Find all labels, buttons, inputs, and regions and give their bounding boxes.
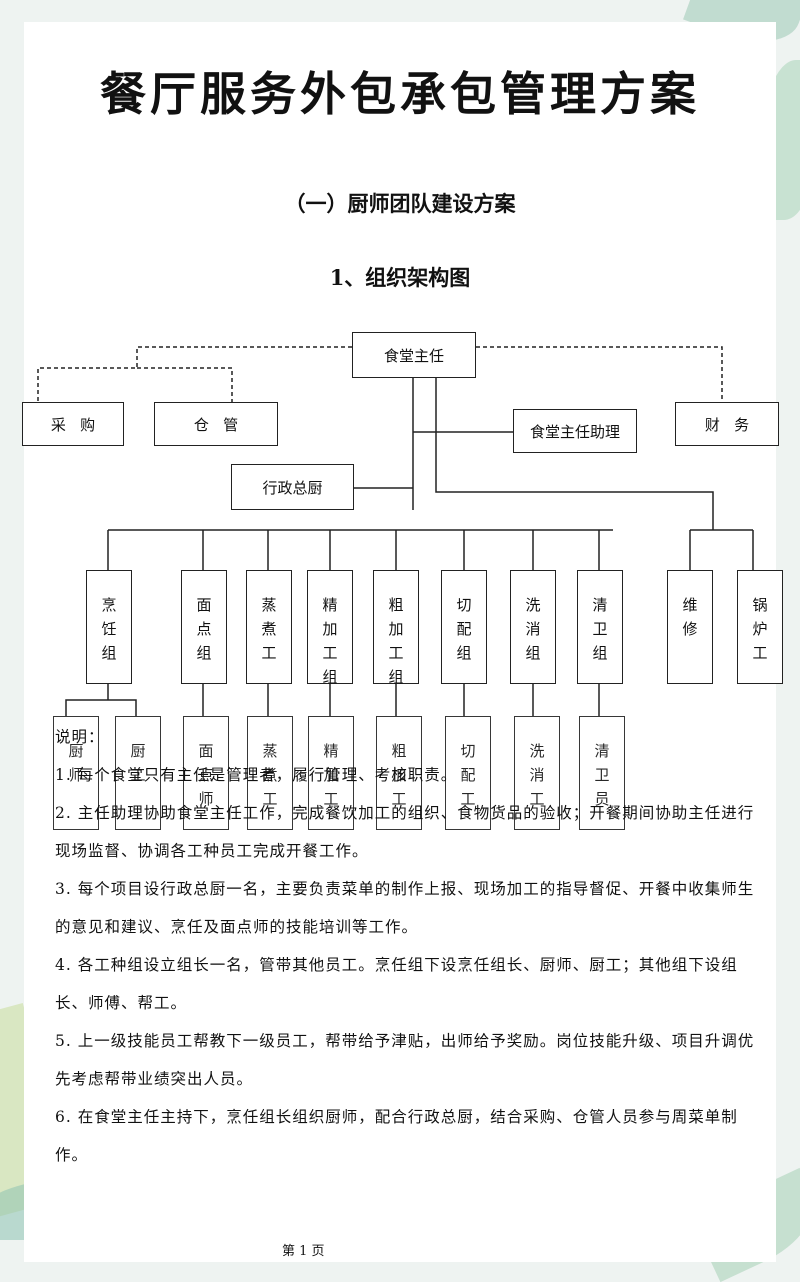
document-title: 餐厅服务外包承包管理方案	[100, 67, 700, 121]
org-group-char: 烹	[101, 596, 117, 614]
note-item: 1. 每个食堂只有主任是管理者，履行管理、考核职责。	[55, 766, 458, 784]
org-group-char: 工	[752, 644, 768, 662]
org-sub-char: 工	[262, 790, 278, 808]
note-item: 4. 各工种组设立组长一名，管带其他员工。烹任组下设烹任组长、厨师、厨工；其他组…	[55, 956, 738, 1012]
org-sub-char: 员	[594, 790, 610, 808]
org-group-char: 组	[592, 644, 608, 662]
org-sub-char: 师	[68, 766, 84, 784]
org-sub-box: 洗消工	[514, 716, 560, 830]
note-item: 6. 在食堂主任主持下，烹任组长组织厨师，配合行政总厨，结合采购、仓管人员参与周…	[55, 1108, 738, 1164]
org-sub-char: 点	[198, 766, 214, 784]
org-sub-box: 厨师	[53, 716, 99, 830]
notes-section: 说明： 1. 每个食堂只有主任是管理者，履行管理、考核职责。 2. 主任助理协助…	[55, 718, 755, 1174]
org-group-char: 配	[456, 620, 472, 638]
org-group-char: 维	[682, 596, 698, 614]
page-number: 第 1 页	[282, 1244, 325, 1259]
org-sub-char: 工	[323, 790, 339, 808]
org-box-purchase: 采 购	[22, 402, 124, 446]
org-sub-box: 粗加工	[376, 716, 422, 830]
org-sub-char: 工	[529, 790, 545, 808]
org-group-char: 面	[196, 596, 212, 614]
org-box-director: 食堂主任	[352, 332, 476, 378]
org-group-char: 组	[101, 644, 117, 662]
org-group-char: 组	[525, 644, 541, 662]
org-group-char: 组	[388, 668, 404, 686]
org-group-box: 烹饪组	[86, 570, 132, 684]
org-sub-char: 煮	[262, 766, 278, 784]
note-item: 3. 每个项目设行政总厨一名，主要负责菜单的制作上报、现场加工的指导督促、开餐中…	[55, 880, 755, 936]
org-group-char: 点	[196, 620, 212, 638]
org-group-char: 组	[456, 644, 472, 662]
org-sub-char: 蒸	[262, 742, 278, 760]
org-group-char: 粗	[388, 596, 404, 614]
org-group-box: 面点组	[181, 570, 227, 684]
org-group-box: 精加工组	[307, 570, 353, 686]
org-chart-connectors	[37, 346, 754, 716]
org-sub-box: 厨工	[115, 716, 161, 830]
org-group-char: 组	[322, 668, 338, 686]
org-sub-box: 精加工	[308, 716, 354, 830]
org-sub-char: 厨	[68, 742, 84, 760]
org-sub-char: 面	[198, 742, 214, 760]
org-group-char: 组	[196, 644, 212, 662]
org-group-char: 锅	[752, 596, 768, 614]
note-item: 5. 上一级技能员工帮教下一级员工，帮带给予津贴，出师给予奖励。岗位技能升级、项…	[55, 1032, 755, 1088]
org-sub-box: 清卫员	[579, 716, 625, 830]
org-sub-char: 师	[198, 790, 214, 808]
org-sub-char: 切	[460, 742, 476, 760]
org-sub-char: 精	[323, 742, 339, 760]
org-group-char: 煮	[261, 620, 277, 638]
org-sub-char: 卫	[594, 766, 610, 784]
section-heading: 1、组织架构图	[329, 265, 471, 290]
org-sub-char: 厨	[130, 742, 146, 760]
org-box-finance: 财 务	[675, 402, 779, 446]
org-group-char: 工	[322, 644, 338, 662]
org-sub-char: 工	[130, 766, 146, 784]
org-group-box: 清卫组	[577, 570, 623, 684]
org-group-box: 蒸煮工	[246, 570, 292, 684]
org-sub-char: 配	[460, 766, 476, 784]
org-group-char: 加	[388, 620, 404, 638]
org-sub-char: 加	[323, 766, 339, 784]
org-box-assistant: 食堂主任助理	[513, 409, 637, 453]
notes-heading: 说明：	[55, 728, 105, 746]
org-sub-box: 蒸煮工	[247, 716, 293, 830]
org-sub-char: 洗	[529, 742, 545, 760]
note-item: 2. 主任助理协助食堂主任工作，完成餐饮加工的组织、食物货品的验收；开餐期间协助…	[55, 804, 755, 860]
org-group-box: 切配组	[441, 570, 487, 684]
org-group-char: 工	[388, 644, 404, 662]
org-sub-char: 工	[460, 790, 476, 808]
org-group-char: 工	[261, 644, 277, 662]
org-group-char: 炉	[752, 620, 768, 638]
org-group-char: 饪	[101, 620, 117, 638]
org-sub-char: 工	[391, 790, 407, 808]
org-group-char: 清	[592, 596, 608, 614]
org-sub-char: 消	[529, 766, 545, 784]
org-box-storage: 仓 管	[154, 402, 278, 446]
org-group-char: 精	[322, 596, 338, 614]
org-sub-char: 清	[594, 742, 610, 760]
org-group-char: 洗	[525, 596, 541, 614]
org-group-char: 切	[456, 596, 472, 614]
org-sub-box: 面点师	[183, 716, 229, 830]
org-group-box: 粗加工组	[373, 570, 419, 686]
org-group-char: 消	[525, 620, 541, 638]
org-sub-char: 加	[391, 766, 407, 784]
org-group-char: 修	[682, 620, 698, 638]
org-group-box: 锅炉工	[737, 570, 783, 684]
org-group-char: 卫	[592, 620, 608, 638]
org-group-char: 蒸	[261, 596, 277, 614]
org-group-char: 加	[322, 620, 338, 638]
org-group-box: 洗消组	[510, 570, 556, 684]
org-box-executive-chef: 行政总厨	[231, 464, 354, 510]
org-group-box: 维修	[667, 570, 713, 684]
org-sub-box: 切配工	[445, 716, 491, 830]
org-sub-char: 粗	[391, 742, 407, 760]
section-subtitle: （一）厨师团队建设方案	[284, 191, 516, 216]
